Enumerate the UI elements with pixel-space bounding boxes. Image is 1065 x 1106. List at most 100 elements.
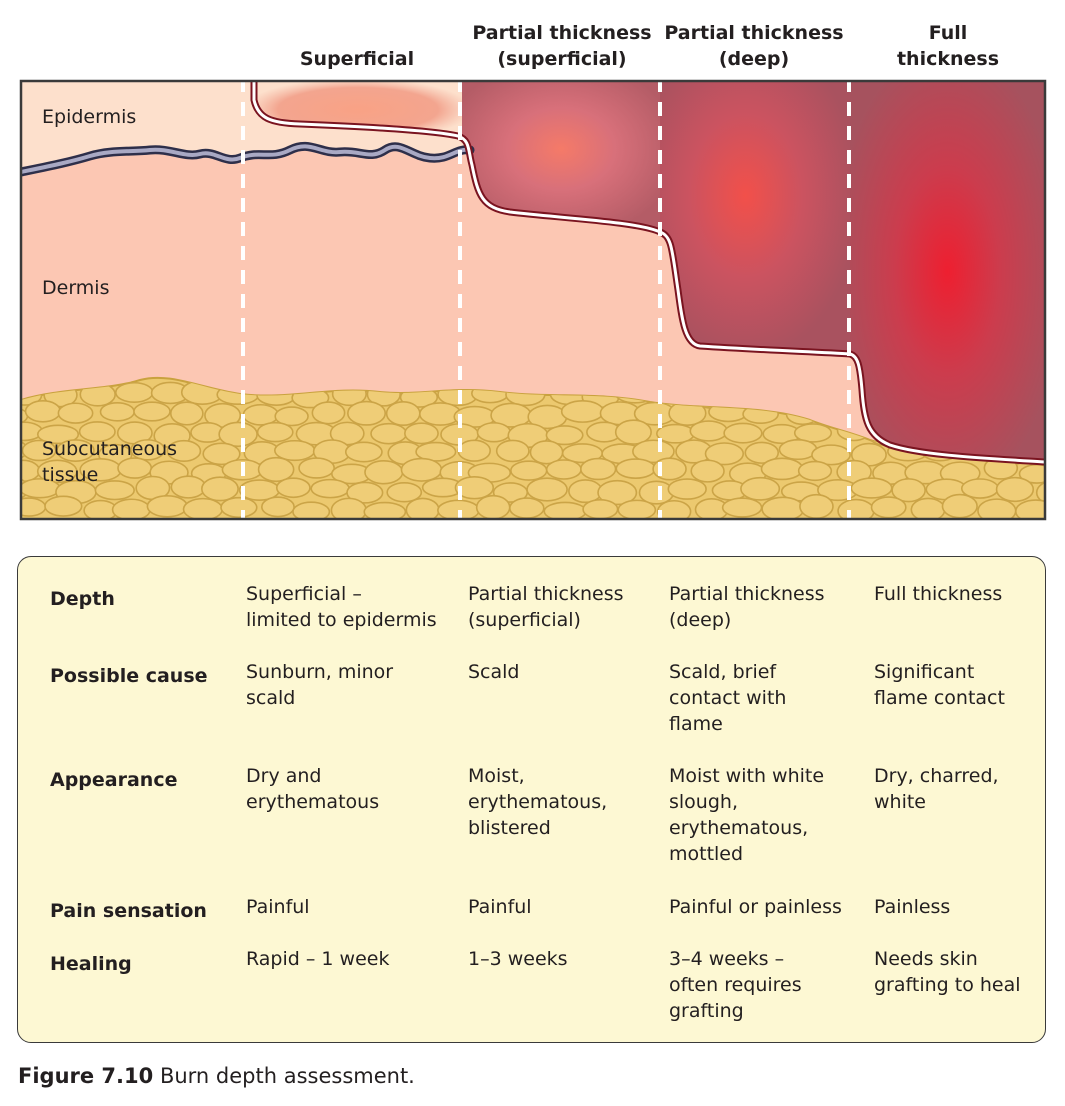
cell-line: blistered (468, 817, 551, 839)
fat-cell (36, 459, 78, 484)
fat-cell (275, 477, 311, 499)
fat-cell (778, 439, 818, 461)
fat-cell (21, 497, 47, 517)
column-header-partial-superficial: Partial thickness (superficial) (467, 20, 657, 72)
fat-cell (242, 403, 279, 426)
fat-cell (568, 479, 603, 504)
fat-cell (292, 501, 331, 519)
fat-cell (256, 421, 294, 443)
column-header-line1: Partial thickness (664, 22, 844, 44)
fat-cell (760, 457, 804, 481)
fat-cell (310, 478, 350, 499)
figure-caption-text: Burn depth assessment. (159, 1064, 415, 1088)
cell-line: Significant (874, 661, 975, 683)
cell-line: Moist with white (669, 765, 825, 787)
fat-cell (656, 499, 692, 519)
column-header-line2: (superficial) (497, 48, 627, 70)
cell-line: Rapid – 1 week (246, 948, 390, 970)
table-cell: Sunburn, minor scald (246, 659, 393, 711)
fat-cell (510, 460, 548, 481)
figure-caption: Figure 7.10 Burn depth assessment. (18, 1062, 415, 1090)
cell-line: flame (669, 713, 723, 735)
burn-zone-partial-deep (660, 81, 850, 354)
fat-cell (347, 400, 387, 426)
cell-line: Moist, (468, 765, 525, 787)
table-cell: Scald, brief contact with flame (669, 659, 786, 737)
cell-line: limited to epidermis (246, 609, 437, 631)
fat-cell (545, 459, 582, 480)
fat-cell (344, 441, 383, 463)
row-label-pain-sensation: Pain sensation (50, 900, 207, 922)
layer-label-subcutaneous: Subcutaneous tissue (42, 436, 177, 488)
cell-line: Dry, charred, (874, 765, 999, 787)
cell-line: Painful (468, 896, 532, 918)
column-header-line2: thickness (896, 48, 1000, 70)
cell-line: Scald (468, 661, 520, 683)
table-cell: Painful or painless (669, 894, 842, 920)
cell-line: Painful or painless (669, 896, 842, 918)
cell-line: 1–3 weeks (468, 948, 568, 970)
column-dividers (241, 81, 851, 519)
table-cell: Painful (246, 894, 310, 920)
column-header-line2: Superficial (299, 48, 415, 70)
fat-cell (870, 496, 907, 519)
column-header-line1: Full (928, 22, 968, 44)
fat-cell (44, 495, 83, 517)
fat-cell (495, 439, 530, 463)
fat-cell (169, 401, 204, 426)
fat-cell (364, 459, 404, 485)
cell-line: Painless (874, 896, 951, 918)
fat-cell (56, 439, 95, 462)
fat-cell (220, 496, 258, 519)
cell-line: (superficial) (468, 609, 581, 631)
fat-cell (457, 439, 491, 462)
row-label-healing: Healing (50, 953, 132, 975)
layer-label-dermis: Dermis (42, 277, 110, 299)
fat-cell (509, 497, 545, 519)
fat-cell (111, 498, 151, 519)
fat-cell (99, 402, 135, 422)
cell-line: Scald, brief (669, 661, 777, 683)
fat-cell (415, 441, 457, 462)
table-cell: Significant flame contact (874, 659, 1005, 711)
fat-cell (689, 420, 728, 442)
fat-cell (202, 442, 241, 466)
layer-label-epidermis: Epidermis (42, 106, 137, 128)
fat-cell (704, 442, 745, 466)
skin-cross-section-diagram (19, 79, 1047, 521)
fat-cell (811, 444, 851, 466)
fat-cell (667, 478, 707, 500)
fat-cell (386, 482, 423, 503)
table-cell: 1–3 weeks (468, 946, 568, 972)
burn-zone-full-thickness (850, 81, 1045, 462)
fat-cell (580, 457, 617, 481)
cell-line: erythematous, (468, 791, 608, 813)
fat-cell (57, 402, 94, 424)
cell-line: slough, (669, 791, 738, 813)
fat-cell (526, 477, 568, 502)
fat-cell (545, 425, 584, 446)
fat-cell (1014, 499, 1045, 519)
fat-cell (130, 439, 166, 461)
cell-line: 3–4 weeks – (669, 948, 785, 970)
fat-cell (201, 476, 239, 502)
table-cell: Moist with white slough, erythematous, m… (669, 763, 824, 867)
fat-cell (799, 493, 834, 519)
fat-cell (740, 476, 781, 501)
cell-line: white (874, 791, 926, 813)
table-cell: Partial thickness (deep) (669, 581, 825, 633)
cell-line: grafting to heal (874, 974, 1021, 996)
cell-line: flame contact (874, 687, 1005, 709)
fat-cell (615, 458, 656, 479)
table-cell: Dry and erythematous (246, 763, 379, 815)
fat-cell (543, 501, 587, 519)
cell-line: Needs skin (874, 948, 978, 970)
table-cell: Painful (468, 894, 532, 920)
fat-cell (400, 457, 443, 482)
cell-line: often requires (669, 974, 802, 996)
fat-cell (385, 401, 421, 427)
fat-cell (21, 439, 57, 462)
figure-number: Figure 7.10 (18, 1064, 154, 1088)
column-header-full-thickness: Full thickness (853, 20, 1043, 72)
diagram-frame (19, 79, 1047, 521)
